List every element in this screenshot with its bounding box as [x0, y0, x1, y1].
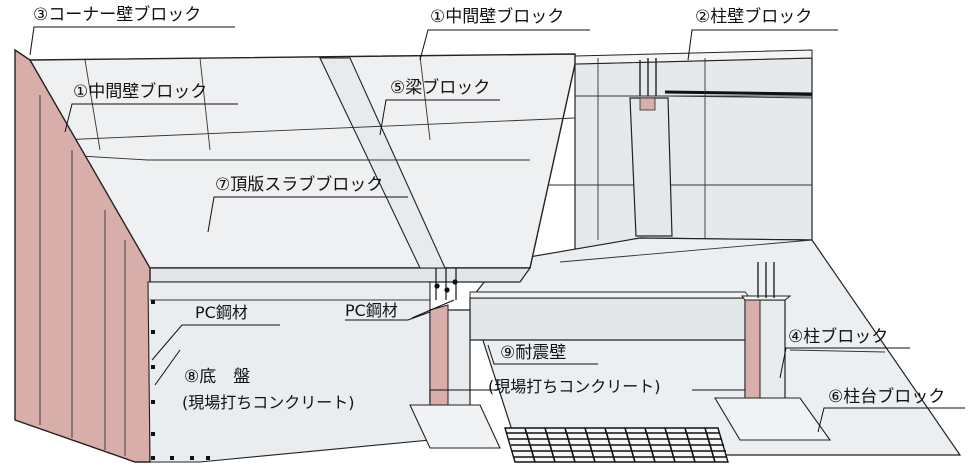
label-pc-steel-mid: PC鋼材	[345, 301, 398, 320]
wall-inner-face	[147, 281, 431, 463]
pc-steel-dots	[151, 300, 210, 460]
label-pillar-wall: ②柱壁ブロック	[695, 6, 812, 27]
labels: ③コーナー壁ブロック ①中間壁ブロック ②柱壁ブロック ①中間壁ブロック ⑤梁ブ…	[33, 4, 945, 412]
structure-drawing	[14, 48, 962, 463]
back-wall-right	[574, 57, 813, 251]
pillar-base-right	[714, 397, 832, 441]
label-seismic-wall: ⑨耐震壁	[500, 343, 566, 363]
label-seismic-wall-note: (現場打ちコンクリート)	[488, 377, 661, 396]
top-slab-front-edge	[147, 267, 532, 283]
rebar-mesh	[504, 427, 729, 463]
label-pc-steel-left: PC鋼材	[195, 303, 248, 322]
label-bottom-slab-note: (現場打ちコンクリート)	[182, 393, 355, 412]
label-mid-wall-top: ①中間壁ブロック	[430, 6, 564, 27]
label-pillar: ④柱ブロック	[788, 326, 888, 347]
label-beam: ⑤梁ブロック	[390, 77, 490, 98]
beam-block	[319, 57, 446, 269]
label-top-slab: ⑦頂版スラブブロック	[215, 174, 383, 195]
pillar-base-middle	[409, 404, 501, 449]
leader-lines	[29, 26, 965, 433]
label-corner-wall: ③コーナー壁ブロック	[33, 4, 201, 25]
pillar-wall-block	[629, 97, 673, 237]
seismic-wall	[469, 297, 751, 341]
pc-steel-tendons	[434, 268, 458, 300]
label-bottom-slab: ⑧底 盤	[184, 367, 250, 387]
label-mid-wall-left: ①中間壁ブロック	[73, 81, 207, 102]
label-pillar-base: ⑥柱台ブロック	[828, 386, 945, 407]
